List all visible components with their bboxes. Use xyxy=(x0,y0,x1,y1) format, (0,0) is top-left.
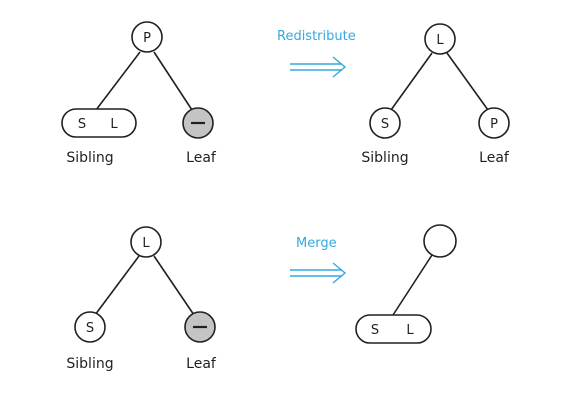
edge xyxy=(95,51,141,111)
leaf-node xyxy=(478,107,510,139)
bottom-before-tree: L S Sibling Leaf xyxy=(66,226,217,372)
edge xyxy=(392,254,433,316)
parent-key: L xyxy=(436,33,444,48)
parent-key: L xyxy=(142,236,150,251)
leaf-label: Leaf xyxy=(479,150,510,166)
sibling-key: S xyxy=(381,117,389,132)
edge xyxy=(94,255,140,316)
sibling-node xyxy=(61,108,137,138)
top-after-tree: L S P Sibling Leaf xyxy=(361,23,510,166)
sibling-label: Sibling xyxy=(66,150,113,166)
operation-label: Redistribute xyxy=(277,29,356,44)
merged-key: S xyxy=(371,323,379,338)
parent-key: P xyxy=(143,31,151,46)
edge xyxy=(390,52,433,111)
merged-key: L xyxy=(406,323,414,338)
edge xyxy=(153,255,195,316)
sibling-node xyxy=(369,107,401,139)
leaf-key: P xyxy=(490,117,498,132)
redistribute-arrow: Redistribute xyxy=(277,29,356,78)
sibling-key: S xyxy=(78,117,86,132)
parent-node xyxy=(424,23,456,55)
edge xyxy=(153,51,193,111)
sibling-label: Sibling xyxy=(66,356,113,372)
sibling-node xyxy=(74,311,106,343)
parent-node xyxy=(130,226,162,258)
edge xyxy=(446,52,489,111)
sibling-key: L xyxy=(110,117,118,132)
top-before-tree: P S L Sibling Leaf xyxy=(61,21,217,166)
operation-label: Merge xyxy=(296,236,337,251)
merged-node xyxy=(355,314,432,344)
leaf-label: Leaf xyxy=(186,150,217,166)
sibling-key: S xyxy=(86,321,94,336)
parent-node xyxy=(131,21,163,53)
sibling-label: Sibling xyxy=(361,150,408,166)
bottom-after-tree: S L xyxy=(355,224,457,344)
empty-parent-node xyxy=(423,224,457,258)
arrow-head xyxy=(332,56,347,78)
leaf-label: Leaf xyxy=(186,356,217,372)
arrow-head xyxy=(332,262,347,284)
merge-arrow: Merge xyxy=(290,236,347,284)
